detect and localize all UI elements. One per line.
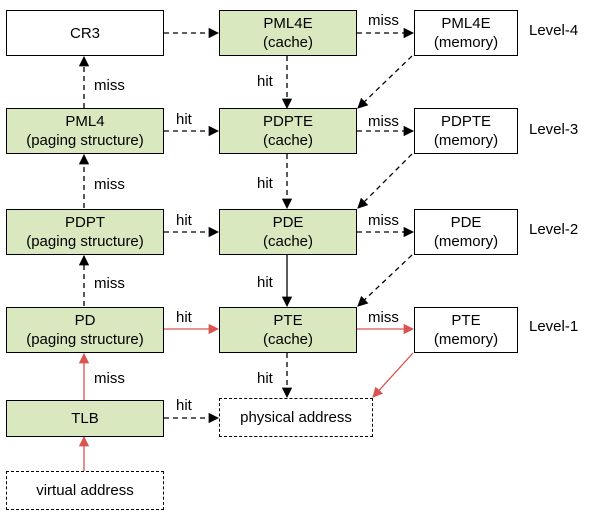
edge-label-hit-pdpt-pde: hit — [176, 212, 192, 229]
arrow-pdpte-memory-to-pde-cache — [357, 153, 413, 209]
pde-cache-subtitle: (cache) — [262, 233, 314, 250]
pde-memory-subtitle: (memory) — [433, 233, 499, 250]
virtual-address-label: virtual address — [36, 482, 134, 499]
edge-label-miss-pml4-cr3: miss — [94, 77, 125, 94]
pml4e-memory-subtitle: (memory) — [433, 34, 499, 51]
edge-label-hit-pdpte-pde: hit — [257, 175, 273, 192]
pte-cache-box: PTE (cache) — [219, 307, 357, 353]
edge-label-miss-pde: miss — [368, 212, 399, 229]
edge-label-miss-pte: miss — [368, 309, 399, 326]
pte-cache-subtitle: (cache) — [262, 331, 314, 348]
pte-memory-subtitle: (memory) — [433, 331, 499, 348]
level-2-label: Level-2 — [529, 221, 579, 238]
edge-label-miss-pdpt-pml4: miss — [94, 176, 125, 193]
edge-label-miss-pdpte: miss — [368, 113, 399, 130]
pdpte-cache-title: PDPTE — [262, 113, 313, 130]
edge-label-hit-pml4-pdpte: hit — [176, 111, 192, 128]
cr3-label: CR3 — [69, 24, 100, 42]
tlb-label: TLB — [71, 410, 99, 427]
arrow-pde-memory-to-pte-cache — [357, 254, 413, 307]
pte-memory-box: PTE (memory) — [414, 307, 518, 353]
cr3-box: CR3 — [6, 10, 164, 56]
physical-address-box: physical address — [219, 398, 373, 437]
pdpt-title: PDPT — [64, 214, 105, 231]
edge-label-miss-pml4e: miss — [368, 12, 399, 29]
pde-memory-title: PDE — [450, 214, 482, 231]
pdpte-cache-box: PDPTE (cache) — [219, 108, 357, 154]
arrow-pte-memory-to-physical — [372, 352, 414, 398]
edge-label-miss-pd-pdpt: miss — [94, 275, 125, 292]
level-1-label: Level-1 — [529, 318, 579, 335]
level-4-label: Level-4 — [529, 22, 579, 39]
pde-memory-box: PDE (memory) — [414, 209, 518, 255]
edges — [78, 27, 415, 471]
pml4e-cache-title: PML4E — [263, 15, 313, 32]
pml4e-memory-title: PML4E — [441, 15, 491, 32]
edge-label-hit-tlb-physical: hit — [176, 397, 192, 414]
pte-cache-title: PTE — [273, 312, 303, 329]
pd-subtitle: (paging structure) — [26, 331, 144, 348]
edge-label-hit-pd-pte: hit — [176, 309, 192, 326]
physical-address-label: physical address — [240, 409, 352, 426]
pde-cache-title: PDE — [272, 214, 304, 231]
pdpte-memory-box: PDPTE (memory) — [414, 108, 518, 154]
pde-cache-box: PDE (cache) — [219, 209, 357, 255]
pml4e-memory-box: PML4E (memory) — [414, 10, 518, 56]
pdpt-subtitle: (paging structure) — [26, 233, 144, 250]
pdpte-memory-title: PDPTE — [440, 113, 491, 130]
level-3-label: Level-3 — [529, 121, 579, 138]
virtual-address-box: virtual address — [6, 471, 164, 510]
tlb-box: TLB — [6, 400, 164, 437]
pml4-box: PML4 (paging structure) — [6, 108, 164, 154]
pd-box: PD (paging structure) — [6, 307, 164, 353]
pdpte-cache-subtitle: (cache) — [262, 132, 314, 149]
edge-label-hit-pml4e-pdpte: hit — [257, 73, 273, 90]
edge-label-hit-pte-physical: hit — [257, 370, 273, 387]
edge-label-hit-pde-pte: hit — [257, 274, 273, 291]
pte-memory-title: PTE — [451, 312, 481, 329]
pdpt-box: PDPT (paging structure) — [6, 209, 164, 255]
pd-title: PD — [74, 312, 96, 329]
pml4-title: PML4 — [65, 113, 105, 130]
edge-label-miss-tlb-pd: miss — [94, 370, 125, 387]
pml4-subtitle: (paging structure) — [26, 132, 144, 149]
pml4e-cache-box: PML4E (cache) — [219, 10, 357, 56]
pdpte-memory-subtitle: (memory) — [433, 132, 499, 149]
arrow-pml4e-memory-to-pdpte-cache — [357, 55, 413, 109]
pml4e-cache-subtitle: (cache) — [262, 34, 314, 51]
